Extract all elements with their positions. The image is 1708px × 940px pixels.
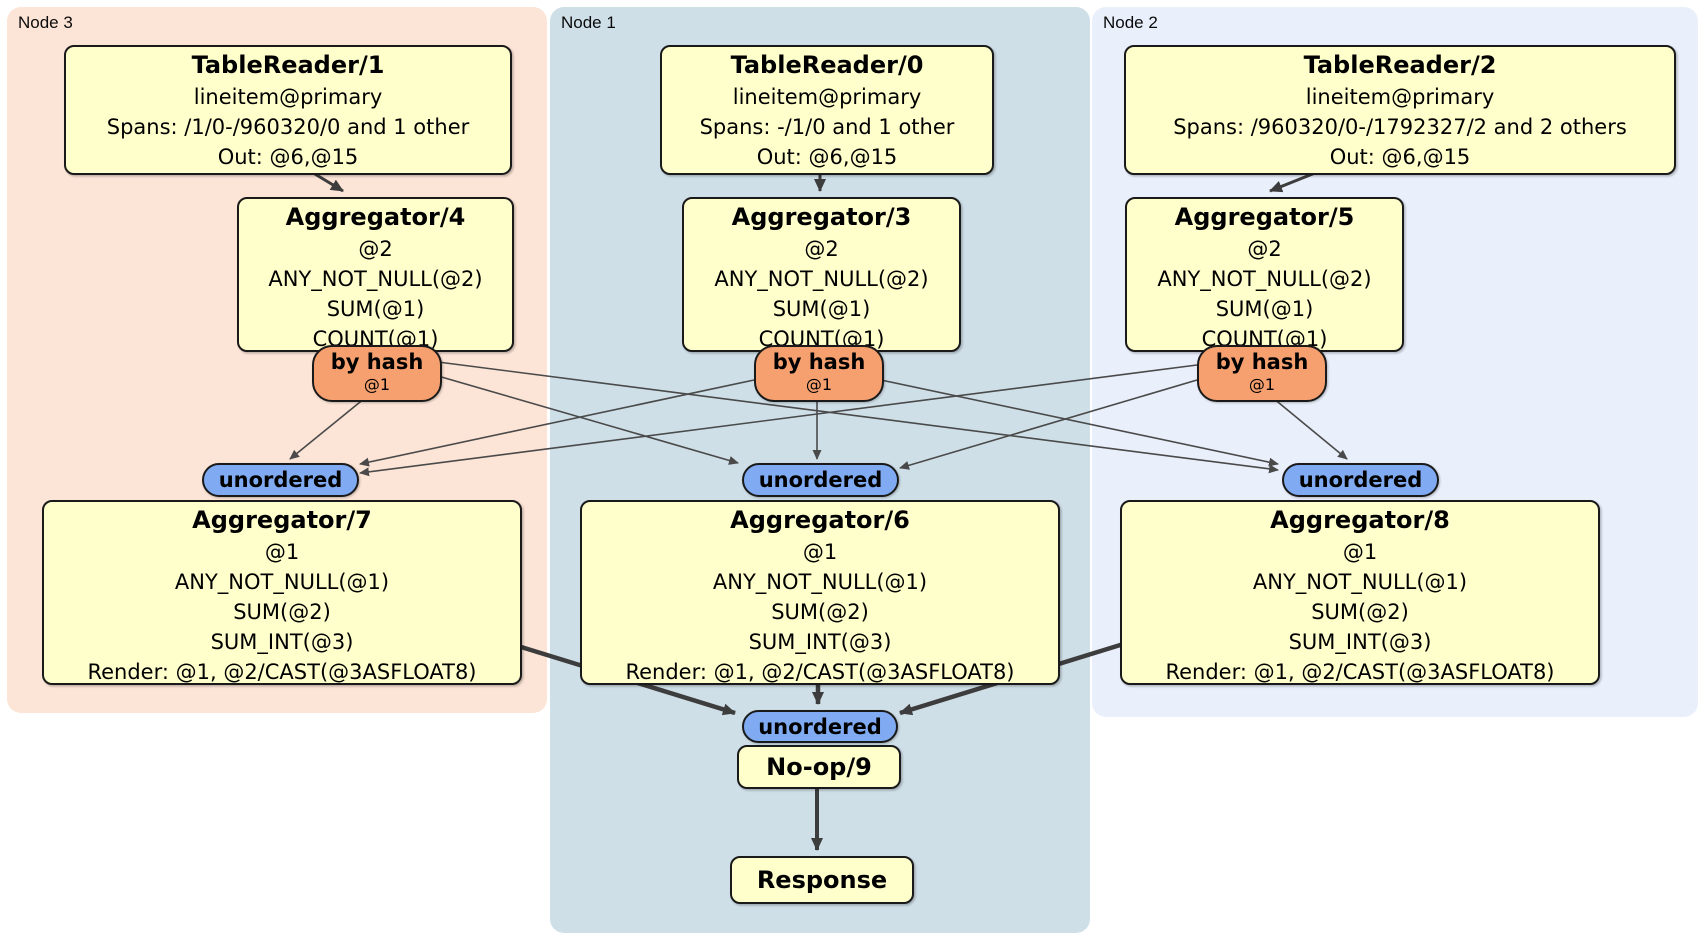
processor-detail: ANY_NOT_NULL(@1) <box>712 570 928 594</box>
router-label: by hash <box>1215 350 1309 374</box>
region-label-node1: Node 1 <box>561 13 616 32</box>
processor-detail: SUM(@1) <box>326 297 425 321</box>
processor-tablereader-0: TableReader/0 lineitem@primary Spans: -/… <box>660 45 994 175</box>
processor-detail: Render: @1, @2/CAST(@3ASFLOAT8) <box>1165 660 1555 684</box>
processor-detail: SUM(@2) <box>771 600 869 624</box>
router-label: by hash <box>330 350 424 374</box>
processor-title: Aggregator/4 <box>285 203 466 231</box>
processor-detail: Out: @6,@15 <box>1329 145 1471 169</box>
processor-detail: lineitem@primary <box>193 85 383 109</box>
processor-detail: @1 <box>1342 540 1378 564</box>
edge-hash2-un3 <box>359 364 1198 477</box>
router-by-hash-node1: by hash @1 <box>754 345 884 402</box>
processor-detail: SUM(@1) <box>772 297 871 321</box>
processor-detail: SUM(@1) <box>1215 297 1314 321</box>
processor-detail: Spans: /1/0-/960320/0 and 1 other <box>106 115 470 139</box>
processor-title: No-op/9 <box>766 753 872 781</box>
processor-aggregator-3: Aggregator/3 @2 ANY_NOT_NULL(@2) SUM(@1)… <box>682 197 961 352</box>
processor-detail: Out: @6,@15 <box>756 145 898 169</box>
processor-detail: lineitem@primary <box>732 85 922 109</box>
router-by-hash-node2: by hash @1 <box>1197 345 1327 402</box>
processor-detail: SUM_INT(@3) <box>1288 630 1432 654</box>
processor-detail: Render: @1, @2/CAST(@3ASFLOAT8) <box>87 660 477 684</box>
processor-aggregator-7: Aggregator/7 @1 ANY_NOT_NULL(@1) SUM(@2)… <box>42 500 522 685</box>
processor-aggregator-4: Aggregator/4 @2 ANY_NOT_NULL(@2) SUM(@1)… <box>237 197 514 352</box>
processor-title: TableReader/0 <box>730 51 924 79</box>
processor-title: Response <box>756 866 888 894</box>
processor-detail: ANY_NOT_NULL(@1) <box>1252 570 1468 594</box>
processor-title: Aggregator/7 <box>192 506 372 534</box>
processor-detail: @2 <box>1247 237 1282 261</box>
stream-unordered-node2: unordered <box>1282 463 1439 497</box>
edge-hash3-un3 <box>289 397 366 460</box>
edge-hash3-un2 <box>437 361 1279 474</box>
stream-unordered-final: unordered <box>742 710 898 743</box>
stream-unordered-node1: unordered <box>742 463 899 497</box>
processor-noop-9: No-op/9 <box>737 745 901 789</box>
processor-tablereader-1: TableReader/1 lineitem@primary Spans: /1… <box>64 45 512 175</box>
processor-title: Aggregator/3 <box>731 203 912 231</box>
processor-aggregator-8: Aggregator/8 @1 ANY_NOT_NULL(@1) SUM(@2)… <box>1120 500 1600 685</box>
processor-aggregator-5: Aggregator/5 @2 ANY_NOT_NULL(@2) SUM(@1)… <box>1125 197 1404 352</box>
processor-detail: @2 <box>358 237 393 261</box>
processor-aggregator-6: Aggregator/6 @1 ANY_NOT_NULL(@1) SUM(@2)… <box>580 500 1060 685</box>
processor-title: Aggregator/8 <box>1270 506 1450 534</box>
processor-detail: Spans: -/1/0 and 1 other <box>699 115 955 139</box>
processor-detail: ANY_NOT_NULL(@2) <box>714 267 929 291</box>
processor-detail: Render: @1, @2/CAST(@3ASFLOAT8) <box>625 660 1015 684</box>
region-label-node2: Node 2 <box>1103 13 1158 32</box>
processor-detail: SUM(@2) <box>1311 600 1409 624</box>
router-detail: @1 <box>363 375 391 394</box>
processor-detail: ANY_NOT_NULL(@2) <box>268 267 483 291</box>
edge-hash2-un1 <box>899 379 1198 470</box>
router-detail: @1 <box>1248 375 1276 394</box>
edge-hash1-un2 <box>880 379 1279 467</box>
router-by-hash-node3: by hash @1 <box>312 345 442 402</box>
stream-unordered-node3: unordered <box>202 463 359 497</box>
processor-detail: SUM_INT(@3) <box>210 630 354 654</box>
processor-title: Aggregator/5 <box>1174 203 1355 231</box>
processor-detail: ANY_NOT_NULL(@2) <box>1157 267 1372 291</box>
processor-tablereader-2: TableReader/2 lineitem@primary Spans: /9… <box>1124 45 1676 175</box>
processor-detail: @1 <box>264 540 300 564</box>
edge-hash3-un1 <box>437 375 739 465</box>
region-label-node3: Node 3 <box>18 13 73 32</box>
router-detail: @1 <box>805 375 833 394</box>
processor-detail: ANY_NOT_NULL(@1) <box>174 570 390 594</box>
processor-detail: SUM_INT(@3) <box>748 630 892 654</box>
processor-detail: SUM(@2) <box>233 600 331 624</box>
router-label: by hash <box>772 350 866 374</box>
processor-detail: @1 <box>802 540 838 564</box>
processor-title: TableReader/1 <box>191 51 385 79</box>
processor-detail: lineitem@primary <box>1305 85 1495 109</box>
processor-title: TableReader/2 <box>1303 51 1497 79</box>
processor-title: Aggregator/6 <box>730 506 910 534</box>
edge-hash2-un2 <box>1272 397 1348 460</box>
processor-detail: @2 <box>804 237 839 261</box>
processor-response: Response <box>730 856 914 904</box>
edge-hash1-un3 <box>359 379 755 467</box>
processor-detail: Out: @6,@15 <box>217 145 359 169</box>
processor-detail: Spans: /960320/0-/1792327/2 and 2 others <box>1173 115 1627 139</box>
